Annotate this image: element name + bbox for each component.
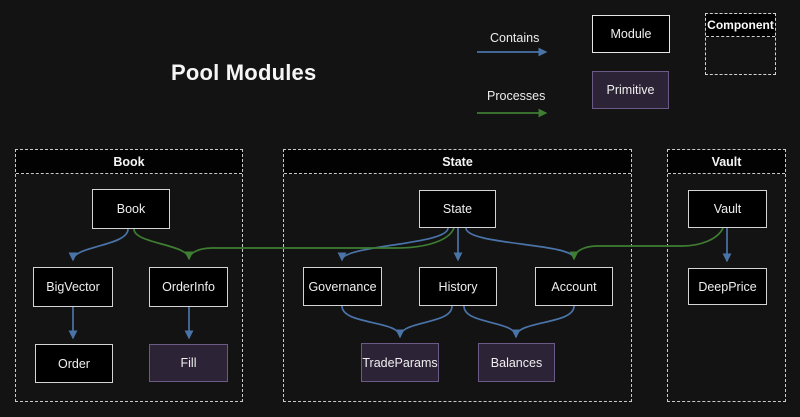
legend-component-label: Component — [706, 14, 775, 37]
container-vault-title: Vault — [668, 150, 785, 174]
legend-module-box: Module — [592, 15, 670, 53]
legend-primitive-box: Primitive — [592, 71, 669, 109]
node-fill: Fill — [149, 344, 228, 382]
container-state: State — [283, 149, 632, 402]
node-history: History — [419, 267, 497, 306]
node-state: State — [419, 190, 496, 228]
node-vault: Vault — [688, 190, 767, 228]
legend-contains-label: Contains — [490, 31, 540, 45]
legend-processes-label: Processes — [487, 89, 546, 103]
node-balances: Balances — [478, 343, 555, 382]
node-governance: Governance — [303, 267, 382, 306]
container-vault: Vault — [667, 149, 786, 402]
legend-module-label: Module — [610, 27, 652, 41]
page-title: Pool Modules — [171, 60, 317, 85]
node-account: Account — [535, 267, 613, 306]
node-bigvector: BigVector — [33, 267, 113, 307]
node-tradeparams: TradeParams — [361, 343, 439, 382]
container-book: Book — [15, 149, 243, 402]
legend-component-box: Component — [705, 13, 776, 75]
container-book-title: Book — [16, 150, 242, 174]
node-deepprice: DeepPrice — [688, 268, 767, 305]
node-book: Book — [92, 189, 170, 229]
node-order: Order — [35, 344, 113, 383]
legend-primitive-label: Primitive — [606, 83, 655, 97]
container-state-title: State — [284, 150, 631, 174]
node-orderinfo: OrderInfo — [149, 267, 228, 307]
